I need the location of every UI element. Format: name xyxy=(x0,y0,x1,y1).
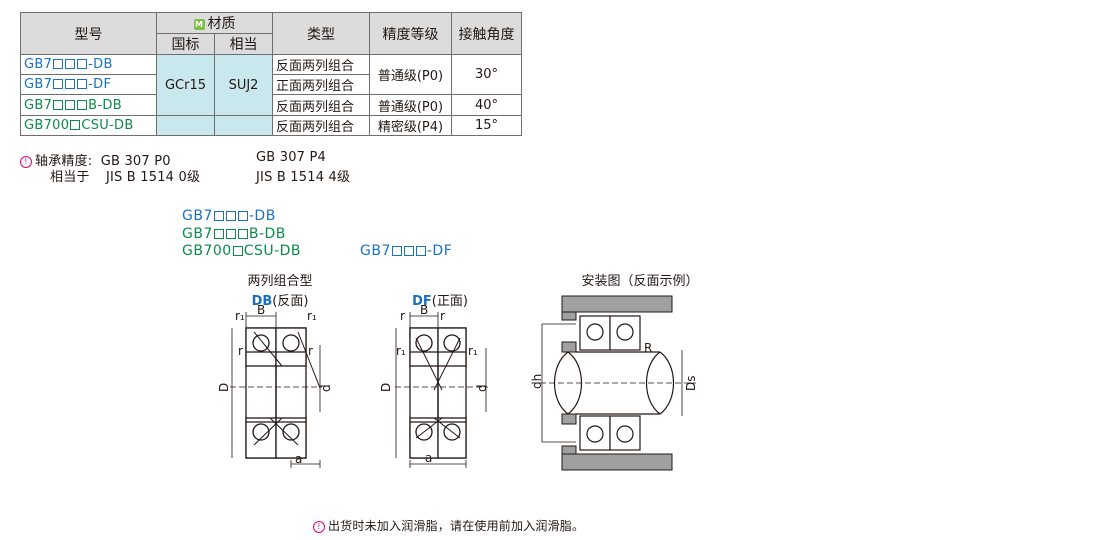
warning-icon: ! xyxy=(313,521,325,533)
label-R: R xyxy=(644,341,652,355)
angle-value: 15° xyxy=(451,115,522,136)
install-drawing: dh Ds R xyxy=(530,295,698,471)
group-title: 两列组合型 xyxy=(247,274,313,289)
precision-value: 普通级(P0) xyxy=(369,94,452,116)
label-dh: dh xyxy=(530,374,544,389)
type-value: 正面两列组合 xyxy=(272,74,370,95)
header-material-equiv: 相当 xyxy=(214,33,273,55)
header-model: 型号 xyxy=(20,12,157,55)
equiv-label: 相当于 xyxy=(50,170,90,185)
db-caption: DB(反面) xyxy=(251,294,309,309)
model-number[interactable]: GB7-DF xyxy=(20,74,157,95)
label-d: d xyxy=(475,384,489,392)
label-D: D xyxy=(217,383,231,392)
header-precision: 精度等级 xyxy=(369,12,452,55)
label-r-right: r xyxy=(308,344,313,358)
angle-value: 30° xyxy=(451,54,522,95)
type-value: 反面两列组合 xyxy=(272,115,370,136)
db-bearing-drawing: r₁ B r₁ r r D d a xyxy=(217,303,330,468)
material-badge-icon: M xyxy=(193,19,205,30)
type-value: 反面两列组合 xyxy=(272,54,370,75)
label-Ds: Ds xyxy=(684,376,698,392)
install-title: 安装图（反面示例） xyxy=(581,274,699,289)
lubrication-text: 出货时未加入润滑脂，请在使用前加入润滑脂。 xyxy=(328,519,585,533)
precision-note: !轴承精度: GB 307 P0 xyxy=(20,150,171,169)
precision-value: 精密级(P4) xyxy=(369,115,452,136)
label-r1-right: r₁ xyxy=(307,309,317,323)
header-type: 类型 xyxy=(272,12,370,55)
precision-label: 轴承精度: xyxy=(35,154,93,169)
precision-value-1: GB 307 P0 xyxy=(100,154,171,169)
warning-icon: ! xyxy=(20,156,32,168)
label-d: d xyxy=(319,384,330,392)
label-B: B xyxy=(420,303,428,317)
precision-value-2: GB 307 P4 xyxy=(256,150,326,165)
equiv-value-1: JIS B 1514 0级 xyxy=(105,170,201,185)
diagram-model-a: GB7-DB xyxy=(182,208,276,224)
label-D: D xyxy=(379,383,393,392)
label-r: r xyxy=(400,309,405,323)
df-caption: DF(正面) xyxy=(412,294,468,309)
label-B: B xyxy=(257,303,265,317)
precision-value: 普通级(P0) xyxy=(369,54,452,95)
header-material-gb: 国标 xyxy=(156,33,215,55)
label-a: a xyxy=(425,451,432,465)
angle-value: 40° xyxy=(451,94,522,116)
model-number[interactable]: GB7-DB xyxy=(20,54,157,75)
material-gb-value: GCr15 xyxy=(156,54,215,116)
table-row: GB7-DB GCr15 SUJ2 反面两列组合 普通级(P0) 30° xyxy=(20,54,522,116)
label-r-right: r xyxy=(440,309,445,323)
lubrication-note: !出货时未加入润滑脂，请在使用前加入润滑脂。 xyxy=(313,517,584,534)
label-r1-right: r₁ xyxy=(468,344,478,358)
label-a: a xyxy=(295,452,302,466)
equiv-value-2: JIS B 1514 4级 xyxy=(256,170,351,185)
label-r1: r₁ xyxy=(235,309,245,323)
diagram-model-d: GB7-DF xyxy=(360,243,453,259)
type-value: 反面两列组合 xyxy=(272,94,370,116)
label-r: r xyxy=(238,344,243,358)
label-r1: r₁ xyxy=(396,344,406,358)
equiv-note: 相当于 JIS B 1514 0级 xyxy=(50,166,200,185)
header-angle: 接触角度 xyxy=(451,12,522,55)
material-equiv-value: SUJ2 xyxy=(214,54,273,116)
df-bearing-drawing: r B r r₁ r₁ D d a xyxy=(379,303,489,468)
